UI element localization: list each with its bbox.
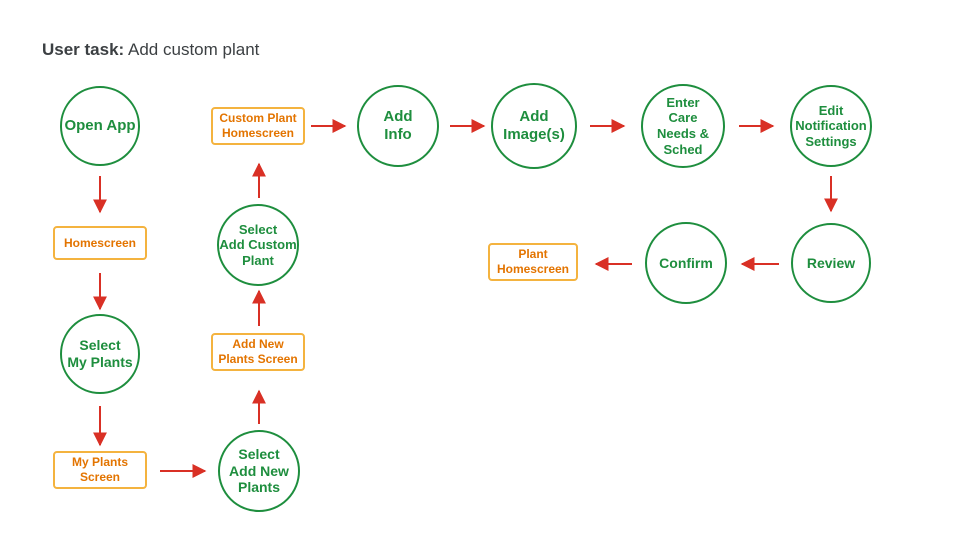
node-label-line: Add Custom — [219, 237, 297, 253]
node-label-line: Info — [384, 126, 412, 143]
node-label: Confirm — [659, 255, 713, 272]
node-label-line: Screen — [79, 470, 120, 484]
node-label-line: Plant — [242, 252, 274, 268]
node-label-line: Care — [668, 110, 698, 126]
node-label-line: Sched — [663, 141, 703, 157]
node-label-line: Add — [519, 108, 549, 125]
node-label: Review — [807, 255, 855, 272]
title-prefix: User task: — [42, 40, 125, 59]
node-label-line: Enter — [666, 94, 700, 110]
node-label-line: Homescreen — [63, 235, 137, 250]
node-label-line: Homescreen — [221, 126, 295, 140]
node-label-line: My Plants — [67, 354, 133, 370]
node-label-line: Select — [238, 445, 280, 462]
node-homescreen: Homescreen — [53, 226, 147, 260]
diagram-title: User task: Add custom plant — [42, 40, 259, 60]
node-label-line: Edit — [818, 102, 844, 118]
node-label-line: Open App — [64, 117, 136, 134]
node-label-line: Select — [79, 337, 121, 354]
node-label-line: Plants Screen — [218, 352, 298, 366]
node-label-line: Notification — [795, 118, 867, 134]
node-label-line: Plants — [237, 479, 280, 496]
node-label-line: Add New — [232, 337, 284, 351]
node-label-line: Select — [238, 221, 278, 237]
node-review: Review — [791, 223, 871, 303]
node-label: Open App — [64, 117, 135, 135]
title-text: Add custom plant — [128, 40, 260, 59]
node-label-line: Image(s) — [503, 126, 565, 143]
node-label-line: Needs & — [656, 126, 710, 141]
node-confirm: Confirm — [645, 222, 727, 304]
node-label-line: Plant — [518, 247, 548, 261]
node-label-line: Review — [806, 254, 856, 271]
node-label-line: Custom Plant — [219, 111, 297, 125]
node-label: Homescreen — [64, 236, 136, 251]
node-label-line: Add New — [229, 462, 289, 479]
node-open-app: Open App — [60, 86, 140, 166]
node-label-line: Confirm — [659, 254, 713, 271]
node-label-line: Add — [383, 108, 413, 125]
node-label-line: My Plants — [71, 455, 128, 469]
node-label-line: Homescreen — [496, 262, 570, 276]
node-label-line: Settings — [805, 133, 857, 149]
